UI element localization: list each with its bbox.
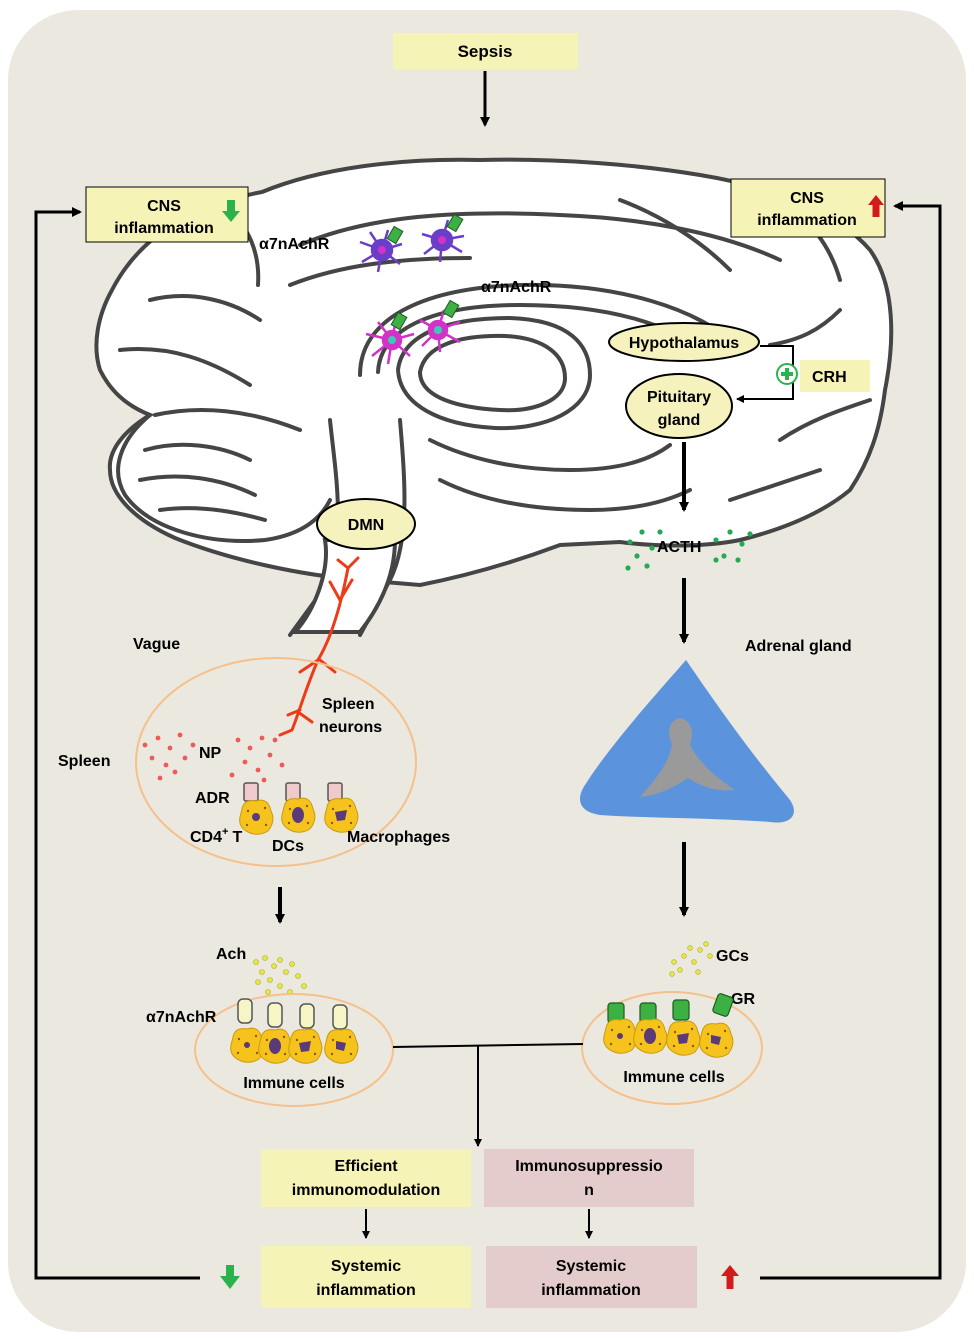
efficient-line1: Efficient [334, 1158, 398, 1175]
np-label: NP [199, 745, 222, 762]
cd4-label: CD4+T [190, 826, 242, 846]
a7-mid-label: α7nAchR [481, 279, 552, 296]
a7-bottom-label: α7nAchR [146, 1009, 217, 1026]
spleen-outline [135, 657, 417, 867]
pituitary-line2: gland [658, 412, 701, 429]
systemic-left-box [261, 1246, 471, 1308]
efficient-box [261, 1149, 471, 1207]
pituitary-oval [625, 373, 733, 439]
systemic-right-line2: inflammation [541, 1282, 641, 1299]
vague-label: Vague [133, 636, 180, 653]
cns-left-line2: inflammation [114, 220, 214, 237]
cns-right-line2: inflammation [757, 212, 857, 229]
adrenal-gland-inner [640, 718, 735, 797]
green-down-arrow-icon [220, 1265, 240, 1289]
immune-cells-left [230, 998, 359, 1064]
red-up-arrow-icon [721, 1265, 739, 1289]
sepsis-label: Sepsis [458, 42, 513, 61]
adrenal-label: Adrenal gland [745, 638, 852, 655]
np-dots [142, 732, 285, 783]
plus-circle-icon [776, 363, 798, 385]
a7-top-label: α7nAchR [259, 236, 330, 253]
macrophages-label: Macrophages [347, 829, 450, 846]
cns-left-line1: CNS [147, 198, 181, 215]
immunosuppression-line1: Immunosuppressio [515, 1158, 663, 1175]
immune-cells-right [603, 993, 734, 1058]
sepsis-box [393, 33, 578, 69]
efficient-line2: immunomodulation [292, 1182, 440, 1199]
pituitary-line1: Pituitary [647, 389, 711, 406]
ach-dots [253, 955, 307, 995]
immunosuppression-line2: n [584, 1182, 594, 1199]
spleen-neurons-line2: neurons [319, 719, 382, 736]
systemic-left-line2: inflammation [316, 1282, 416, 1299]
crh-label: CRH [812, 369, 847, 386]
immune-oval-left [194, 993, 394, 1107]
cns-right-line1: CNS [790, 190, 824, 207]
adr-label: ADR [195, 790, 230, 807]
feedback-loop-left [34, 207, 200, 1280]
microglia-magenta [365, 299, 461, 365]
immune-left-label: Immune cells [243, 1075, 344, 1092]
immune-oval-right [581, 991, 763, 1105]
red-up-arrow-icon [868, 195, 884, 217]
hypothalamus-label: Hypothalamus [629, 335, 739, 352]
gcs-dots [669, 941, 713, 977]
immune-right-label: Immune cells [623, 1069, 724, 1086]
immunosuppression-box [484, 1149, 694, 1207]
crh-box [800, 360, 870, 392]
dmn-oval [316, 498, 416, 550]
spleen-label: Spleen [58, 753, 110, 770]
brain-outline [94, 157, 894, 588]
hypothalamus-oval [608, 322, 760, 362]
cns-box-left [85, 186, 249, 243]
cns-box-right [730, 178, 886, 238]
systemic-right-line1: Systemic [556, 1258, 626, 1275]
feedback-loop-right [760, 201, 942, 1280]
systemic-right-box [486, 1246, 697, 1308]
acth-label: ACTH [657, 539, 701, 556]
ach-label: Ach [216, 946, 246, 963]
spleen-immune-cells [239, 782, 359, 835]
gr-label: GR [731, 991, 755, 1008]
acth-dots [625, 529, 753, 571]
green-down-arrow-icon [222, 200, 240, 222]
spleen-neurons-line1: Spleen [322, 696, 374, 713]
systemic-left-line1: Systemic [331, 1258, 401, 1275]
dmn-label: DMN [348, 517, 384, 534]
converge-connector [392, 1043, 584, 1048]
dcs-label: DCs [272, 838, 304, 855]
gcs-label: GCs [716, 948, 749, 965]
microglia-purple [359, 213, 465, 273]
